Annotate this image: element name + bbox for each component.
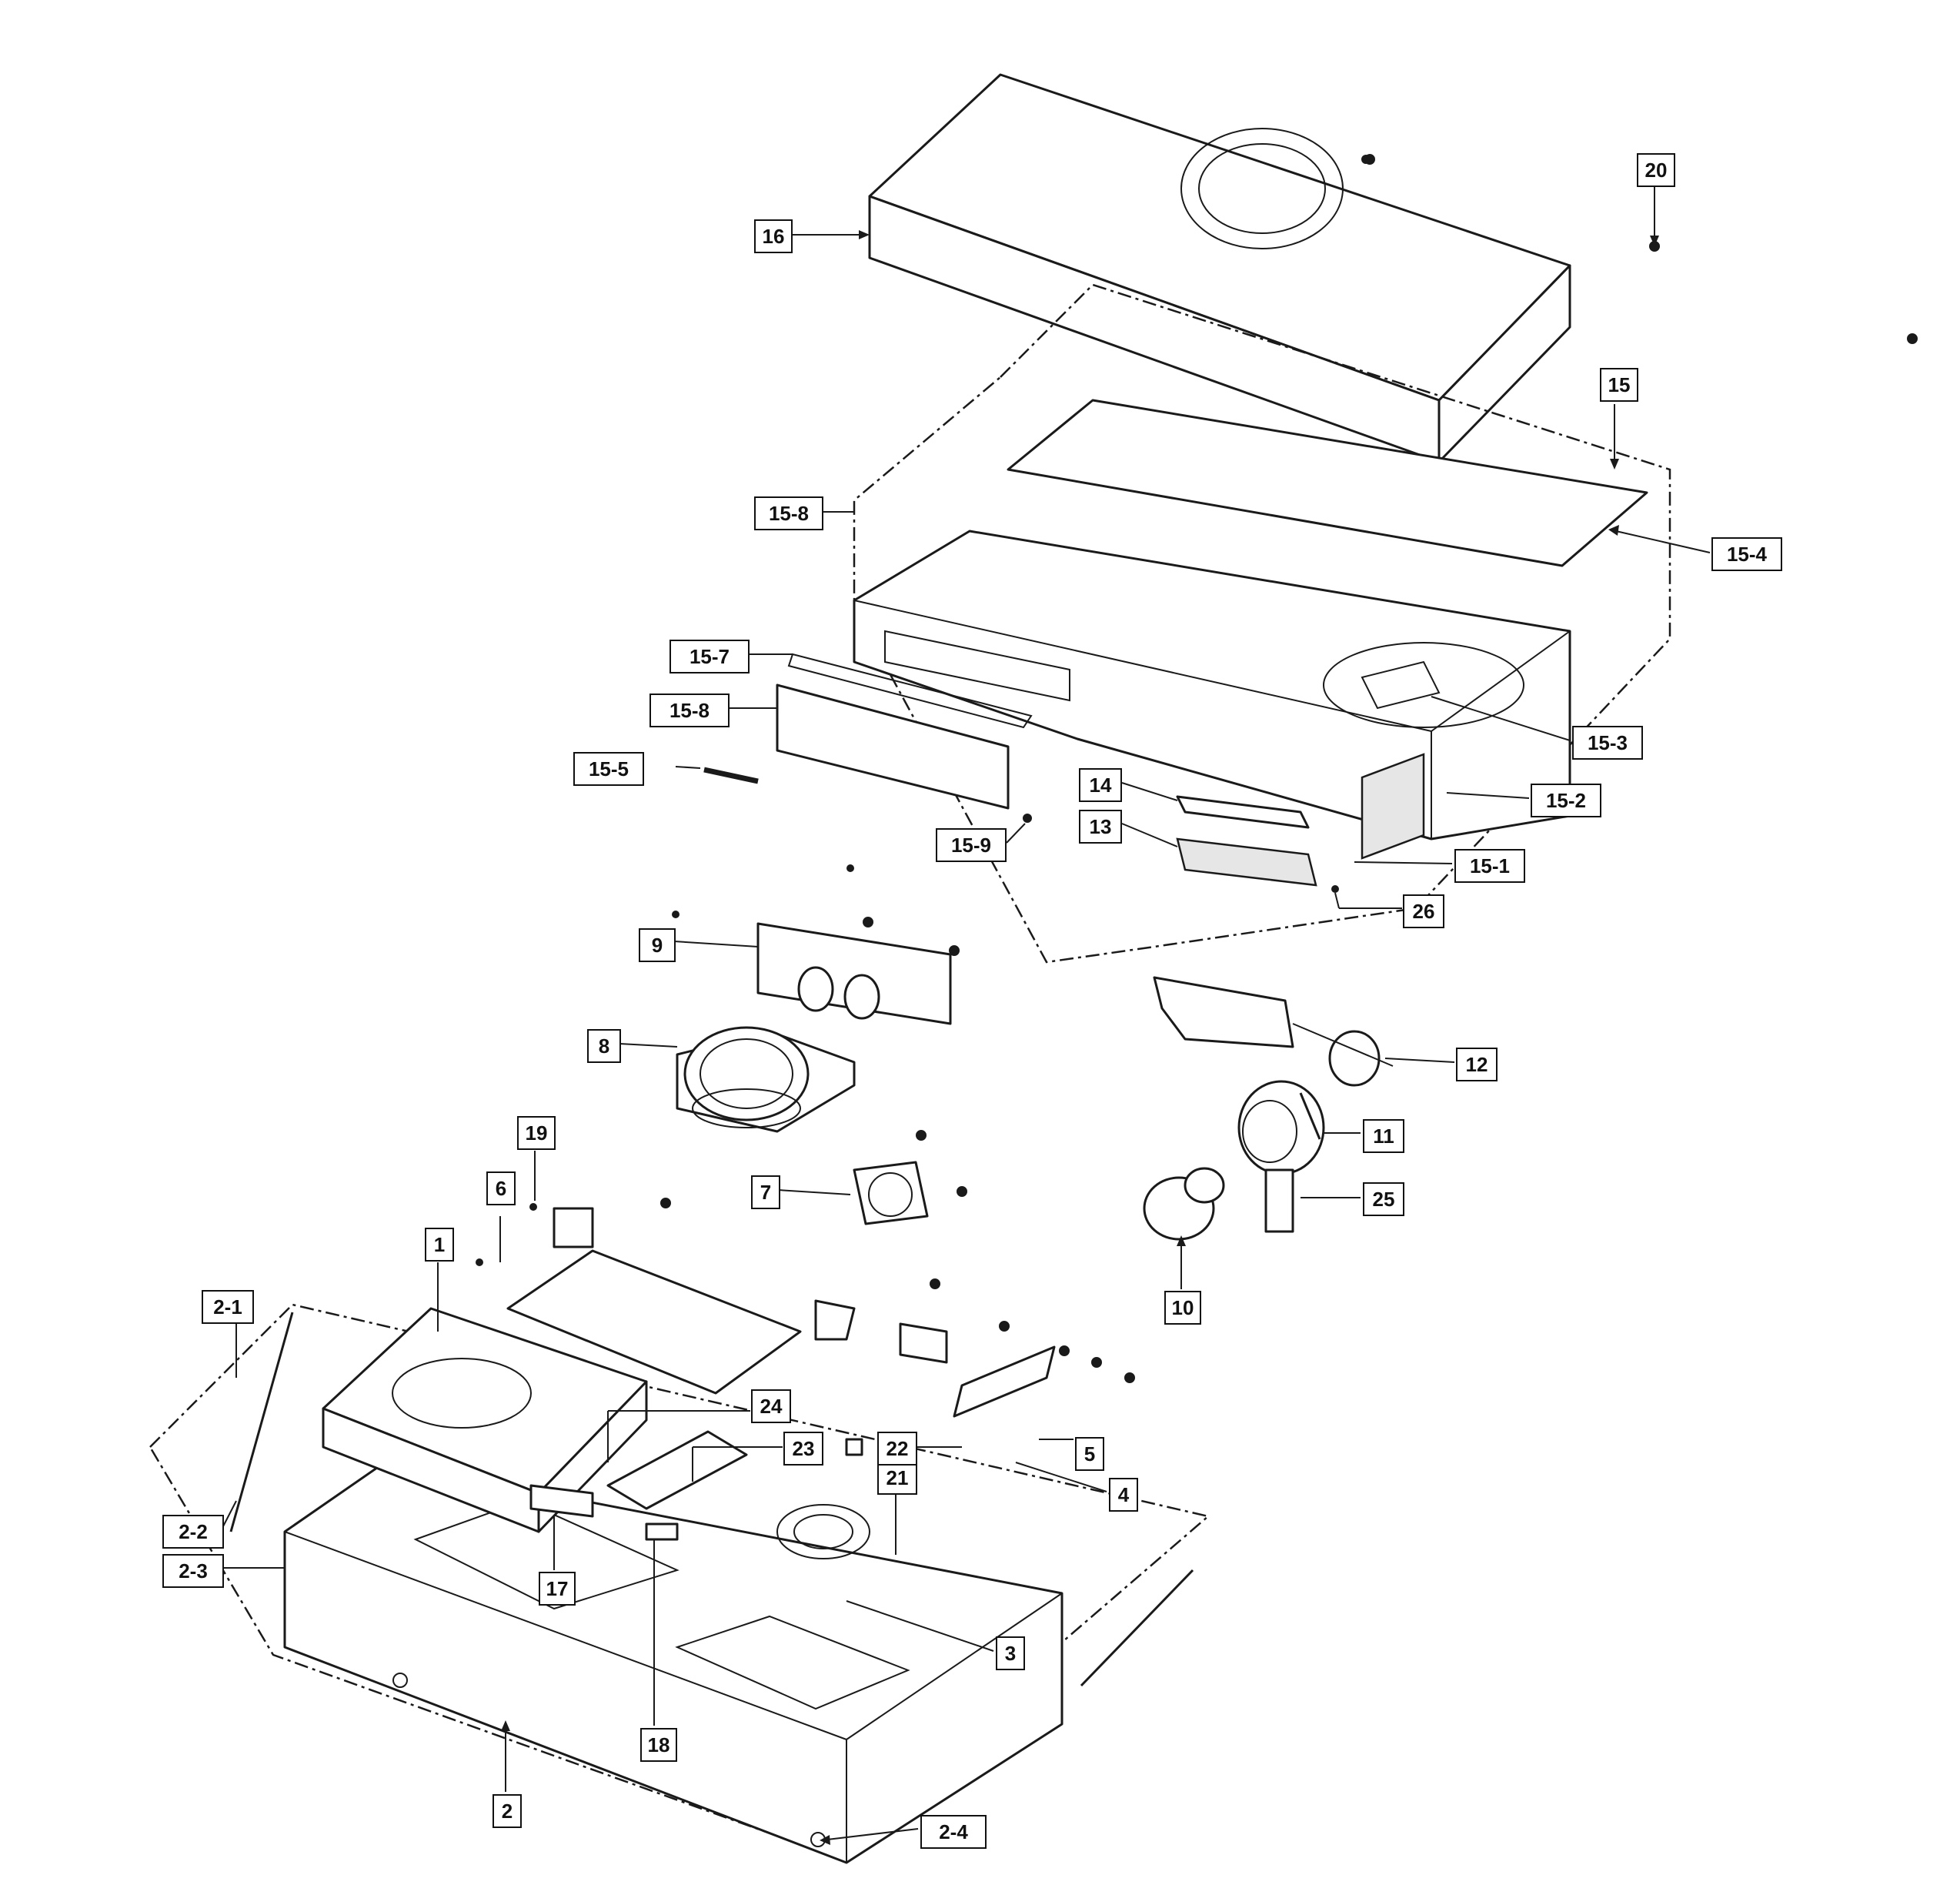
callout-10: 10	[1164, 1291, 1201, 1325]
callout-6: 6	[486, 1171, 516, 1205]
callout-21: 21	[877, 1461, 917, 1495]
chassis-part	[149, 1303, 1210, 1864]
callout-11: 11	[1363, 1119, 1404, 1153]
screw-icon	[1907, 333, 1918, 344]
callout-2-1: 2-1	[202, 1290, 254, 1324]
callout-5: 5	[1075, 1437, 1104, 1471]
callout-15-2: 15-2	[1531, 784, 1601, 817]
callout-15-9: 15-9	[936, 828, 1007, 862]
callout-14: 14	[1079, 768, 1122, 802]
callout-23: 23	[783, 1432, 823, 1466]
callout-15-8-top: 15-8	[754, 496, 823, 530]
leader-lines	[222, 185, 1711, 1845]
speaker-part	[676, 1026, 856, 1133]
callout-22: 22	[877, 1432, 917, 1466]
output-jack-assembly-part	[1153, 976, 1394, 1087]
top-cover-part	[868, 73, 1571, 463]
callout-15-3: 15-3	[1572, 726, 1643, 760]
callout-1: 1	[425, 1228, 454, 1262]
callout-7: 7	[751, 1175, 780, 1209]
callout-13: 13	[1079, 810, 1122, 844]
callout-18: 18	[640, 1728, 677, 1762]
tube-board-part	[672, 864, 960, 1025]
callout-2: 2	[493, 1794, 522, 1828]
callout-4: 4	[1109, 1478, 1138, 1512]
callout-26: 26	[1403, 894, 1444, 928]
callout-8: 8	[587, 1029, 621, 1063]
callout-15-7: 15-7	[669, 640, 750, 673]
callout-24: 24	[751, 1389, 791, 1423]
callout-2-3: 2-3	[162, 1554, 224, 1588]
callout-9: 9	[639, 928, 676, 962]
callout-17: 17	[539, 1572, 576, 1606]
button-board-part	[1176, 795, 1339, 893]
callout-20: 20	[1637, 153, 1675, 187]
main-circuit-board-part	[476, 1203, 1135, 1541]
knob-part	[1143, 1167, 1225, 1241]
callout-25: 25	[1363, 1182, 1404, 1216]
callout-15-1: 15-1	[1454, 849, 1525, 883]
callout-15-8-front: 15-8	[649, 693, 730, 727]
screw-icon	[1361, 155, 1371, 164]
callout-15-4: 15-4	[1711, 537, 1782, 571]
callout-16: 16	[754, 219, 793, 253]
callout-2-2: 2-2	[162, 1515, 224, 1549]
callout-2-4: 2-4	[920, 1815, 987, 1849]
ribbon-cable-part	[1264, 1168, 1294, 1233]
cooling-fan-part	[660, 1130, 967, 1225]
callout-19: 19	[517, 1116, 556, 1150]
callout-12: 12	[1456, 1048, 1498, 1081]
callout-15-5: 15-5	[573, 752, 644, 786]
callout-3: 3	[996, 1636, 1025, 1670]
front-panel-assembly-part	[703, 283, 1671, 964]
knob-sleeve-part	[1237, 1080, 1325, 1175]
callout-15: 15	[1600, 368, 1638, 402]
